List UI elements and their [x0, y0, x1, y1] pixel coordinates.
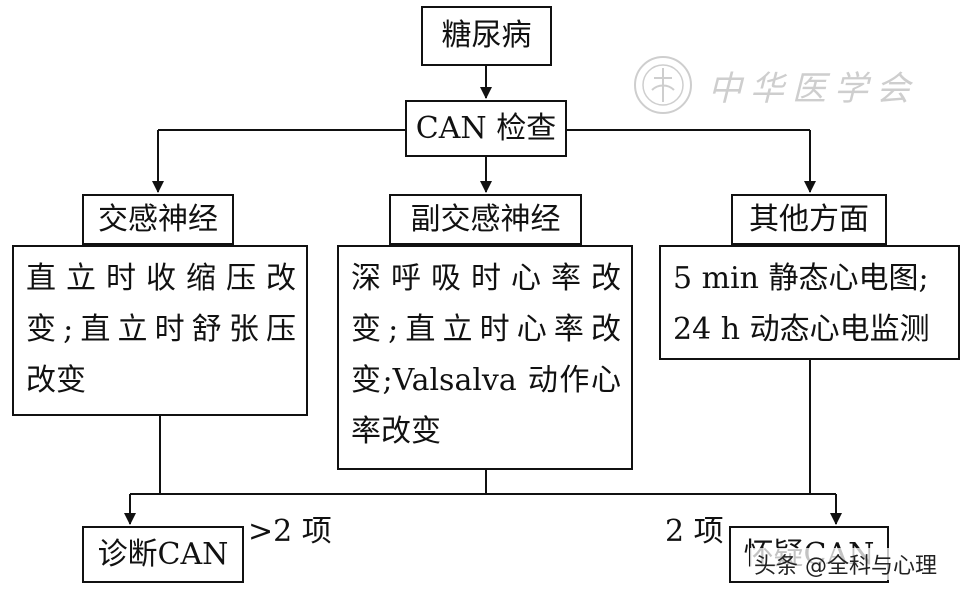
- exam-node-label: CAN 检查: [415, 110, 557, 146]
- other-detail-box: 5 min 静态心电图; 24 h 动态心电监测: [659, 245, 960, 360]
- parasympathetic-detail-line: 变;直立时心率改: [351, 312, 621, 347]
- diagnose-node-label: 诊断CAN: [97, 536, 229, 572]
- sympathetic-detail-line: 直立时收缩压改: [26, 261, 296, 296]
- society-seal-icon: [634, 56, 692, 114]
- edge-label-two: 2 项: [665, 514, 724, 549]
- parasympathetic-detail-box: 深呼吸时心率改 变;直立时心率改 变;Valsalva 动作心 率改变: [337, 245, 633, 470]
- watermark: 中华医学会: [632, 54, 918, 116]
- source-credit: 头条 @全科与心理: [750, 548, 941, 580]
- other-detail-line: 5 min 静态心电图;: [673, 261, 929, 296]
- parasympathetic-detail-line: 变;Valsalva 动作心: [351, 363, 621, 398]
- diagnose-node: 诊断CAN: [82, 526, 244, 583]
- other-node: 其他方面: [731, 194, 887, 245]
- other-node-label: 其他方面: [749, 201, 869, 237]
- parasympathetic-detail-line: 深呼吸时心率改: [351, 261, 621, 296]
- parasympathetic-node: 副交感神经: [389, 194, 582, 245]
- root-node-diabetes: 糖尿病: [421, 6, 552, 66]
- root-node-label: 糖尿病: [441, 18, 532, 53]
- parasympathetic-detail-line: 率改变: [351, 414, 441, 449]
- parasympathetic-node-label: 副交感神经: [410, 201, 561, 237]
- other-detail-line: 24 h 动态心电监测: [673, 312, 930, 347]
- exam-node-can: CAN 检查: [405, 100, 567, 157]
- sympathetic-detail-line: 变;直立时舒张压: [26, 312, 296, 347]
- sympathetic-node-label: 交感神经: [98, 201, 218, 237]
- sympathetic-node: 交感神经: [82, 194, 234, 245]
- edge-label-more-than-2: >2 项: [248, 514, 332, 549]
- sympathetic-detail-box: 直立时收缩压改 变;直立时舒张压 改变: [12, 245, 308, 416]
- watermark-text: 中华医学会: [708, 68, 918, 109]
- sympathetic-detail-line: 改变: [26, 363, 86, 398]
